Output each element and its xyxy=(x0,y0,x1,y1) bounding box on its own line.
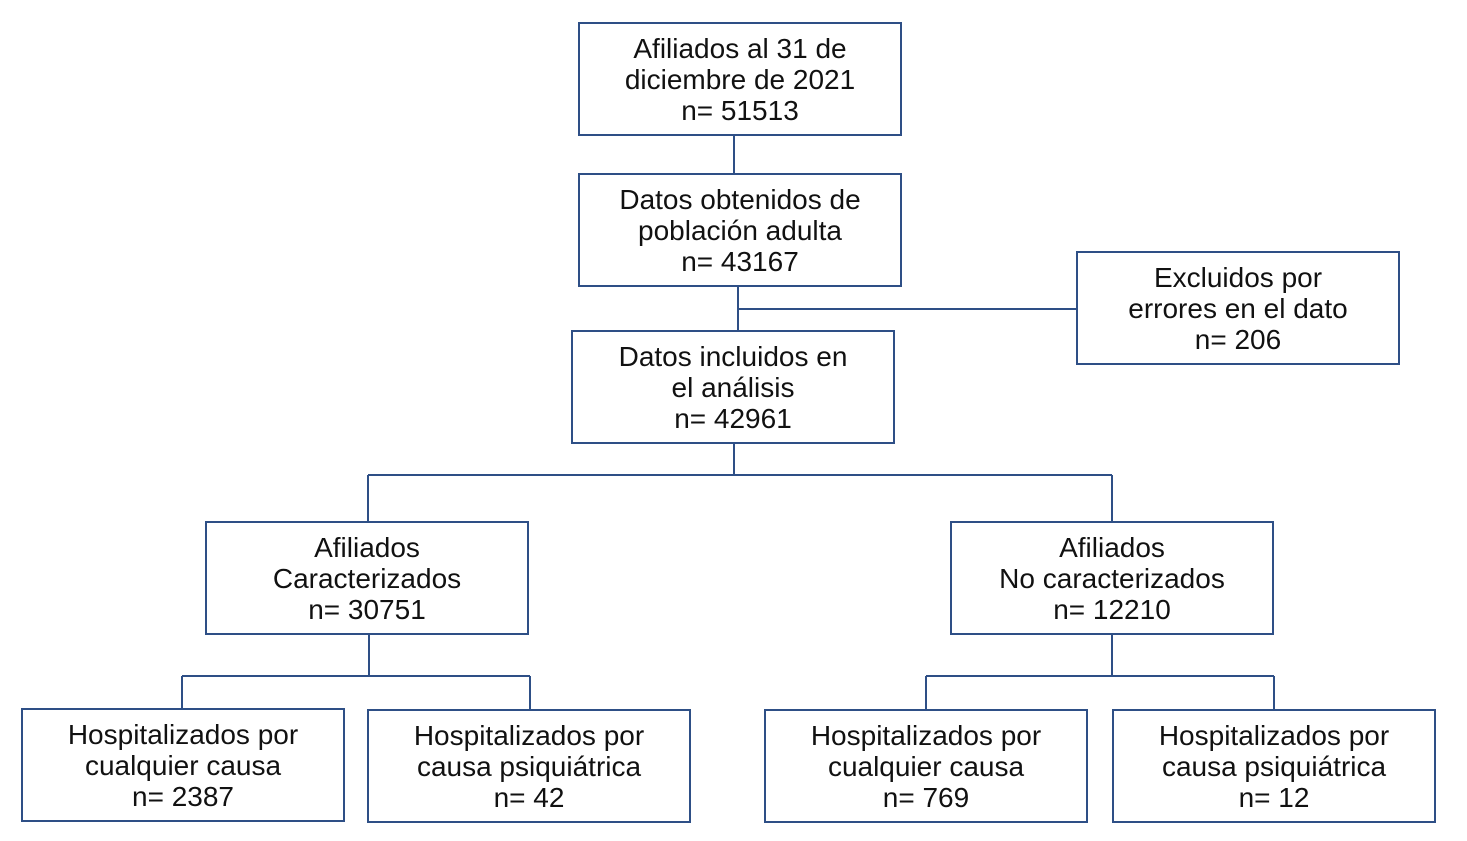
box-nochar-hospitalized-any-line2: cualquier causa xyxy=(827,750,1025,782)
box-excluded-line1: Excluidos por xyxy=(1153,261,1323,293)
box-char-hospitalized-any-line2: cualquier causa xyxy=(84,749,282,781)
box-included: Datos incluidos en el análisis n= 42961 xyxy=(571,330,895,444)
box-nochar-hospitalized-psych-line2: causa psiquiátrica xyxy=(1161,750,1387,782)
box-char-hospitalized-any-count: n= 2387 xyxy=(132,780,234,812)
box-included-count: n= 42961 xyxy=(674,402,792,434)
box-adult-population: Datos obtenidos de población adulta n= 4… xyxy=(578,173,902,287)
box-char-hospitalized-any-line1: Hospitalizados por xyxy=(67,718,299,750)
box-not-characterized-line2: No caracterizados xyxy=(999,562,1225,594)
box-excluded: Excluidos por errores en el dato n= 206 xyxy=(1076,251,1400,365)
box-adult-population-count: n= 43167 xyxy=(681,245,799,277)
box-nochar-hospitalized-psych-line1: Hospitalizados por xyxy=(1158,719,1390,751)
box-char-hospitalized-psych-line1: Hospitalizados por xyxy=(413,719,645,751)
box-characterized: Afiliados Caracterizados n= 30751 xyxy=(205,521,529,635)
box-affiliates-2021-line1: Afiliados al 31 de xyxy=(633,32,847,64)
box-affiliates-2021: Afiliados al 31 de diciembre de 2021 n= … xyxy=(578,22,902,136)
box-excluded-count: n= 206 xyxy=(1194,323,1282,355)
box-not-characterized: Afiliados No caracterizados n= 12210 xyxy=(950,521,1274,635)
box-excluded-line2: errores en el dato xyxy=(1128,292,1348,324)
box-characterized-line1: Afiliados xyxy=(314,531,420,563)
box-nochar-hospitalized-any-line1: Hospitalizados por xyxy=(810,719,1042,751)
box-char-hospitalized-any: Hospitalizados por cualquier causa n= 23… xyxy=(21,708,345,822)
box-char-hospitalized-psych-count: n= 42 xyxy=(493,781,565,813)
box-included-line1: Datos incluidos en xyxy=(618,340,848,372)
box-characterized-count: n= 30751 xyxy=(308,593,426,625)
box-affiliates-2021-line2: diciembre de 2021 xyxy=(624,63,856,95)
box-included-line2: el análisis xyxy=(671,371,795,403)
box-affiliates-2021-count: n= 51513 xyxy=(681,94,799,126)
box-char-hospitalized-psych-line2: causa psiquiátrica xyxy=(416,750,642,782)
box-adult-population-line2: población adulta xyxy=(638,214,842,246)
box-not-characterized-line1: Afiliados xyxy=(1059,531,1165,563)
box-nochar-hospitalized-psych-count: n= 12 xyxy=(1238,781,1310,813)
box-adult-population-line1: Datos obtenidos de xyxy=(619,183,861,215)
box-char-hospitalized-psych: Hospitalizados por causa psiquiátrica n=… xyxy=(367,709,691,823)
box-nochar-hospitalized-any: Hospitalizados por cualquier causa n= 76… xyxy=(764,709,1088,823)
box-nochar-hospitalized-psych: Hospitalizados por causa psiquiátrica n=… xyxy=(1112,709,1436,823)
box-not-characterized-count: n= 12210 xyxy=(1053,593,1171,625)
box-nochar-hospitalized-any-count: n= 769 xyxy=(882,781,970,813)
box-characterized-line2: Caracterizados xyxy=(272,562,462,594)
